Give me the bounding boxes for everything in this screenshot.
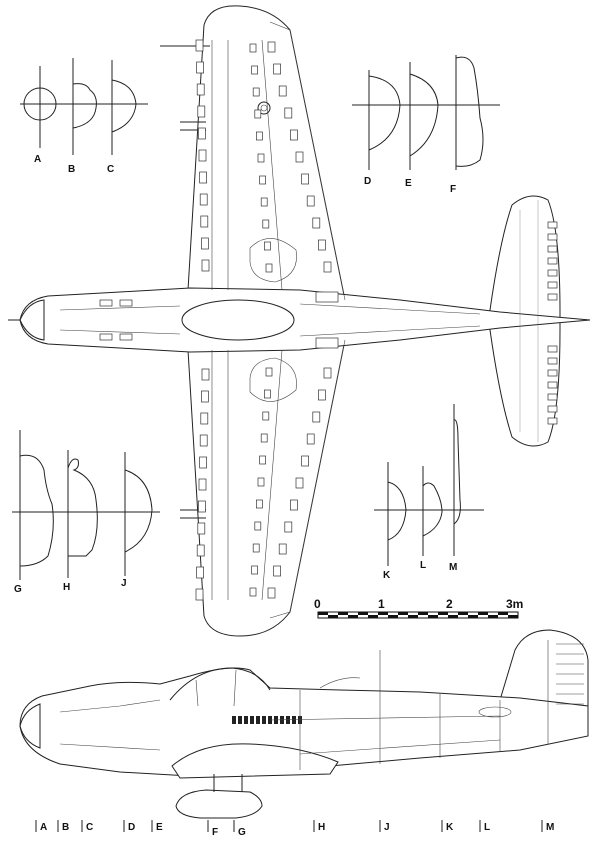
section-g-shape: [19, 454, 54, 567]
scale-bar: 0 1 2 3m: [314, 597, 523, 619]
canopy-side: [169, 667, 271, 701]
section-c-shape: [111, 79, 137, 133]
section-label-h: H: [63, 582, 70, 593]
wing-panel-lines: [195, 39, 332, 601]
plan-view: [8, 5, 591, 637]
tail-rib-lines: [519, 200, 558, 442]
station-label-m: M: [546, 822, 554, 833]
canopy-plan: [181, 299, 295, 341]
scale-label-2: 2: [446, 597, 453, 611]
section-a-shape: [23, 87, 57, 121]
propeller-spinner-side: [19, 703, 41, 749]
drop-tank: [175, 789, 263, 819]
section-label-m: M: [449, 562, 457, 573]
section-label-a: A: [34, 154, 41, 165]
section-m-shape: [453, 419, 461, 525]
section-label-b: B: [68, 164, 75, 175]
section-label-j: J: [121, 578, 127, 589]
station-label-c: C: [86, 822, 93, 833]
section-b-shape: [72, 83, 97, 129]
section-label-c: C: [107, 164, 114, 175]
section-l-shape: [422, 482, 443, 537]
station-label-a: A: [40, 822, 47, 833]
scale-label-1: 1: [378, 597, 385, 611]
section-label-e: E: [405, 178, 412, 189]
station-label-e: E: [156, 822, 163, 833]
station-label-h: H: [318, 822, 325, 833]
scale-label-0: 0: [314, 597, 321, 611]
station-label-j: J: [384, 822, 390, 833]
vertical-tail: [499, 629, 589, 721]
section-k-shape: [387, 481, 407, 541]
wing-side: [171, 743, 339, 779]
section-f-shape: [455, 56, 484, 167]
station-label-g: G: [238, 827, 246, 838]
section-h-shape: [67, 458, 98, 557]
station-ruler: A B C D E F G H J K L M: [35, 820, 554, 838]
section-e-shape: [409, 73, 439, 157]
section-j-shape: [124, 469, 153, 553]
section-label-l: L: [420, 560, 426, 571]
section-label-d: D: [364, 176, 371, 187]
section-d-shape: [368, 75, 401, 151]
fuselage-plan: [19, 287, 591, 353]
section-label-g: G: [14, 584, 22, 595]
sections-abc: A B C: [20, 58, 148, 175]
section-label-k: K: [383, 570, 391, 581]
section-label-f: F: [450, 184, 456, 195]
station-label-d: D: [128, 822, 135, 833]
side-view: [19, 629, 589, 819]
propeller-spinner-plan: [19, 299, 45, 341]
sections-def: D E F: [352, 55, 500, 195]
scale-label-3m: 3m: [506, 597, 523, 611]
sections-ghj: G H J: [12, 430, 160, 595]
station-label-k: K: [446, 822, 454, 833]
station-label-l: L: [484, 822, 490, 833]
station-label-b: B: [62, 822, 69, 833]
station-label-f: F: [212, 827, 218, 838]
sections-klm: K L M: [374, 404, 484, 581]
